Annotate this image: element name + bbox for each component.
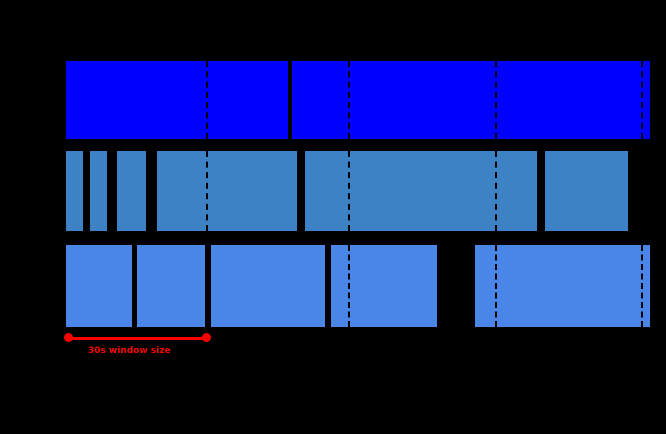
- window-size-annotation-start-dot: [64, 333, 73, 342]
- timeline-segment[interactable]: [66, 151, 83, 231]
- timeline-row-middle: [0, 151, 666, 231]
- window-boundary-line: [641, 245, 643, 327]
- window-size-annotation-label: 30s window size: [88, 346, 171, 356]
- timeline-segment[interactable]: [292, 61, 650, 139]
- window-boundary-line: [495, 151, 497, 231]
- window-size-annotation-end-dot: [202, 333, 211, 342]
- timeline-segment[interactable]: [475, 245, 650, 327]
- timeline-segment[interactable]: [331, 245, 437, 327]
- window-boundary-line: [206, 151, 208, 231]
- timeline-segment[interactable]: [157, 151, 297, 231]
- timeline-segment[interactable]: [66, 61, 288, 139]
- window-boundary-line: [495, 245, 497, 327]
- timeline-row-bottom: [0, 245, 666, 327]
- timeline-segment[interactable]: [66, 245, 132, 327]
- window-boundary-line: [495, 61, 497, 139]
- window-boundary-line: [348, 61, 350, 139]
- timeline-segment[interactable]: [90, 151, 107, 231]
- window-boundary-line: [348, 151, 350, 231]
- timeline-segment[interactable]: [211, 245, 325, 327]
- timeline-segment[interactable]: [137, 245, 205, 327]
- window-boundary-line: [348, 245, 350, 327]
- timeline-segment[interactable]: [117, 151, 146, 231]
- timeline-segment[interactable]: [305, 151, 537, 231]
- window-boundary-line: [206, 61, 208, 139]
- window-boundary-line: [641, 61, 643, 139]
- timeline-row-top: [0, 61, 666, 139]
- timeline-segment[interactable]: [545, 151, 628, 231]
- window-size-annotation-line: [68, 337, 206, 340]
